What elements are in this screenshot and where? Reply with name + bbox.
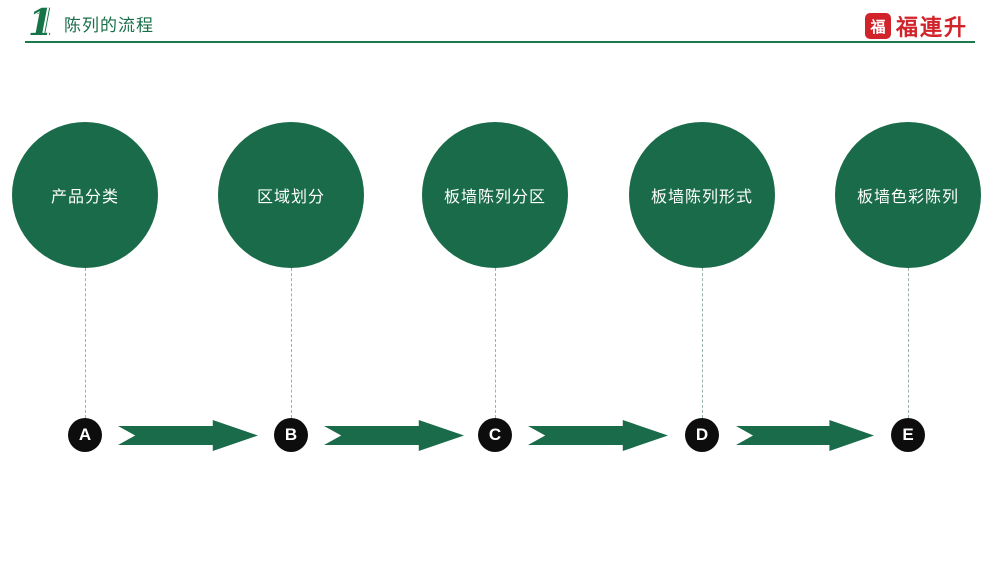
flow-step: 板墙色彩陈列 E [828,122,988,452]
dashed-connector [494,268,496,418]
dashed-connector [290,268,292,418]
header-divider [25,41,975,43]
step-circle: 产品分类 [12,122,158,268]
step-circle: 区域划分 [218,122,364,268]
brand-logo: 福 福連升 [864,10,968,42]
dashed-connector [907,268,909,418]
arrow-right-icon [736,420,874,451]
step-letter-badge: D [685,418,719,452]
brand-logo-icon: 福 [864,13,891,39]
page-title: 陈列的流程 [64,16,154,35]
step-circle: 板墙陈列形式 [629,122,775,268]
arrow-right-icon [118,420,258,451]
flow-step: 板墙陈列形式 D [622,122,782,452]
flow-step: 区域划分 B [211,122,371,452]
step-circle: 板墙陈列分区 [422,122,568,268]
arrow-right-icon [528,420,668,451]
step-letter-badge: B [274,418,308,452]
flow-step: 产品分类 A [5,122,165,452]
flow-step: 板墙陈列分区 C [415,122,575,452]
step-circle: 板墙色彩陈列 [835,122,981,268]
dashed-connector [84,268,86,418]
arrow-right-icon [324,420,464,451]
step-letter-badge: E [891,418,925,452]
brand-logo-text: 福連升 [895,15,968,40]
step-letter-badge: C [478,418,512,452]
step-letter-badge: A [68,418,102,452]
dashed-connector [701,268,703,418]
section-number: 1 [28,2,54,44]
